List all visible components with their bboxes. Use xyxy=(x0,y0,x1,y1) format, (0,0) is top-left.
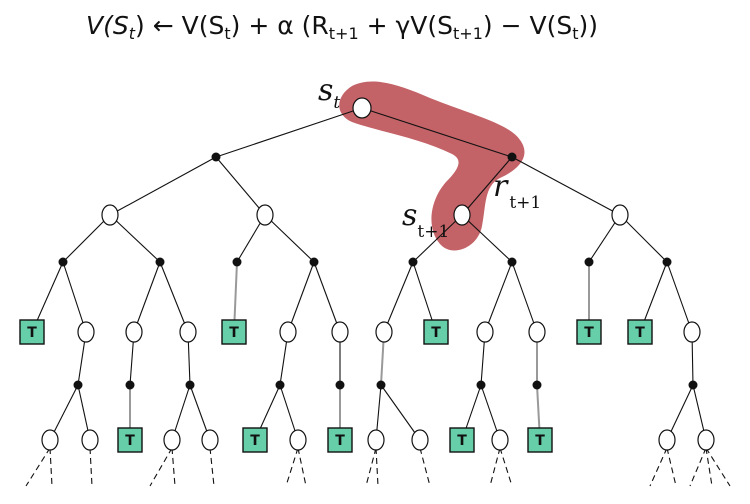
dashed-continuations xyxy=(25,447,731,487)
svg-text:T: T xyxy=(535,433,545,449)
action-node xyxy=(275,380,285,390)
state-node xyxy=(367,429,385,451)
action-node xyxy=(155,257,165,267)
svg-text:T: T xyxy=(635,325,645,341)
terminal-node: T xyxy=(221,319,247,345)
action-node xyxy=(532,380,542,390)
label-s-t: st xyxy=(318,73,340,113)
action-node xyxy=(335,380,345,390)
action-node-taken xyxy=(507,152,517,162)
td-update-formula: V(St) ← V(St) + α (Rt+1 + γV(St+1) − V(S… xyxy=(86,11,598,43)
svg-text:T: T xyxy=(584,325,594,341)
action-node xyxy=(125,380,135,390)
svg-text:T: T xyxy=(457,433,467,449)
state-node xyxy=(77,321,95,343)
state-node xyxy=(411,429,429,451)
svg-text:T: T xyxy=(250,433,260,449)
action-node xyxy=(688,380,698,390)
label-s-t1: st+1 xyxy=(402,198,449,242)
state-node xyxy=(611,204,629,226)
terminal-node: T xyxy=(449,427,475,453)
action-node xyxy=(476,380,486,390)
action-node xyxy=(507,257,517,267)
action-node xyxy=(232,257,242,267)
terminal-node: T xyxy=(242,427,268,453)
state-node xyxy=(683,321,701,343)
svg-text:T: T xyxy=(27,325,37,341)
state-node xyxy=(101,204,119,226)
action-node xyxy=(309,257,319,267)
state-node xyxy=(289,429,307,451)
terminal-node: T xyxy=(19,319,45,345)
terminal-node: T xyxy=(117,427,143,453)
state-node xyxy=(81,429,99,451)
terminal-node: T xyxy=(423,319,449,345)
svg-text:T: T xyxy=(335,433,345,449)
state-node xyxy=(528,321,546,343)
action-node xyxy=(73,380,83,390)
state-node xyxy=(201,429,219,451)
terminal-node: T xyxy=(527,427,553,453)
svg-text:T: T xyxy=(229,325,239,341)
terminal-nodes: T T T T T T T T xyxy=(19,319,653,453)
state-node xyxy=(256,204,274,226)
state-node xyxy=(697,429,715,451)
state-node-next xyxy=(453,204,471,226)
state-node xyxy=(658,429,676,451)
state-node xyxy=(491,429,509,451)
action-node xyxy=(662,257,672,267)
state-node xyxy=(375,321,393,343)
backup-highlight xyxy=(339,81,525,251)
state-nodes xyxy=(41,97,715,451)
state-node xyxy=(125,321,143,343)
state-node xyxy=(331,321,349,343)
state-node xyxy=(179,321,197,343)
svg-text:T: T xyxy=(125,433,135,449)
action-node xyxy=(58,257,68,267)
terminal-node: T xyxy=(627,319,653,345)
state-node xyxy=(41,429,59,451)
state-node-root xyxy=(352,97,372,119)
action-node xyxy=(185,380,195,390)
state-node xyxy=(476,321,494,343)
svg-text:T: T xyxy=(431,325,441,341)
action-node xyxy=(408,257,418,267)
action-node xyxy=(376,380,386,390)
action-node xyxy=(584,257,594,267)
action-node xyxy=(211,152,221,162)
state-node xyxy=(279,321,297,343)
terminal-node: T xyxy=(327,427,353,453)
terminal-node: T xyxy=(576,319,602,345)
state-node xyxy=(163,429,181,451)
action-nodes xyxy=(58,152,698,390)
